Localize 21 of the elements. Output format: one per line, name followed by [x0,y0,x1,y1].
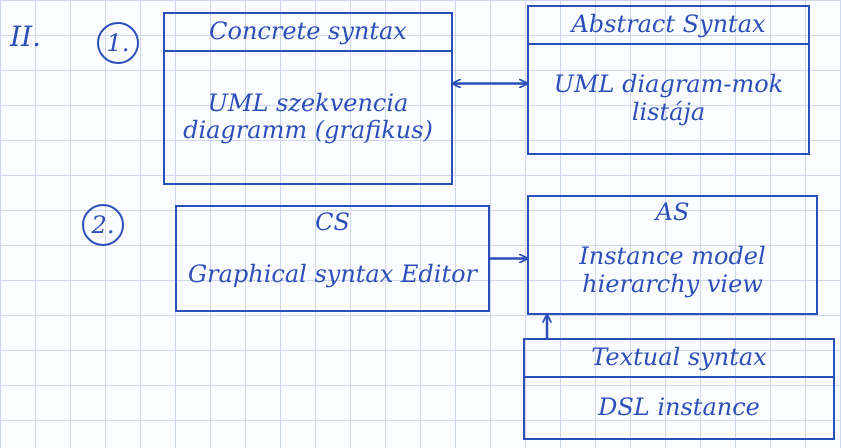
box-text: Instance model hierarchy view [578,241,767,300]
box-heading: CS [314,207,351,238]
box-heading: Textual syntax [525,340,833,378]
box-text: DSL instance [596,392,761,423]
section-number: II. [10,20,42,53]
syntax-box [527,5,810,155]
step-circle: 1. [97,22,139,64]
box-text: UML diagram-mok listája [552,69,784,128]
step-circle: 2. [82,204,124,246]
syntax-box [175,205,490,312]
box-heading: Concrete syntax [165,14,451,52]
arrow [451,78,529,89]
syntax-box [163,12,453,185]
syntax-box [523,338,835,440]
box-text: Graphical syntax Editor [186,258,480,290]
arrow [490,253,529,264]
box-heading: AS [652,197,690,228]
box-text: UML szekvencia diagramm (grafikus) [182,88,434,146]
syntax-box [527,195,818,315]
arrow [542,313,552,338]
box-heading: Abstract Syntax [529,7,808,45]
